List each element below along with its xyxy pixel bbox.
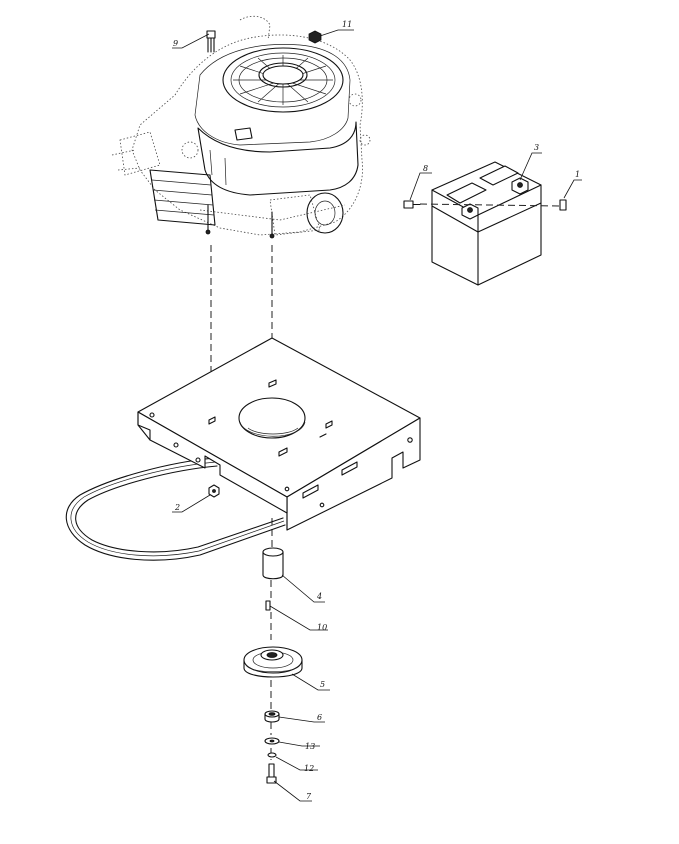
callout-label: 13 — [305, 742, 315, 751]
engine-bolt-9 — [206, 30, 216, 53]
callout-label: 3 — [534, 143, 539, 152]
callout-6: 6 — [278, 713, 325, 723]
callout-label: 5 — [320, 680, 325, 689]
callout-label: 4 — [316, 592, 322, 601]
lock-washer-12 — [267, 752, 277, 758]
callout-label: 2 — [174, 503, 180, 512]
callout-label: 1 — [575, 170, 580, 179]
callout-7: 7 — [273, 780, 312, 802]
washer-13 — [264, 737, 280, 745]
drive-belt — [65, 454, 286, 561]
callouts: 1 2 3 4 5 6 7 — [172, 20, 582, 802]
callout-8: 8 — [409, 164, 432, 201]
callout-4: 4 — [281, 574, 325, 603]
callout-2: 2 — [172, 494, 211, 513]
callout-label: 6 — [317, 713, 322, 722]
bolt-7 — [266, 763, 277, 784]
battery — [431, 161, 542, 286]
callout-label: 12 — [304, 764, 314, 773]
callout-label: 11 — [342, 20, 352, 29]
callout-10: 10 — [269, 605, 328, 632]
engine-assembly — [111, 15, 371, 239]
plate-nut-2 — [208, 484, 220, 498]
callout-label: 7 — [306, 792, 312, 801]
spacer-4 — [262, 547, 284, 580]
callout-1: 1 — [563, 170, 582, 199]
callout-9: 9 — [172, 33, 210, 49]
callout-label: 10 — [317, 623, 327, 632]
callout-5: 5 — [291, 673, 330, 691]
callout-3: 3 — [519, 143, 542, 181]
engine-mount-plate — [137, 337, 421, 531]
battery-bolt-8 — [403, 200, 421, 209]
pulley-5 — [243, 646, 303, 678]
callout-label: 8 — [423, 164, 428, 173]
callout-12: 12 — [275, 756, 318, 773]
battery-nut-1 — [559, 199, 567, 211]
key-10 — [265, 600, 271, 611]
bushing-6 — [264, 710, 280, 723]
alignment-lines — [210, 245, 273, 760]
callout-11: 11 — [319, 20, 354, 37]
callout-label: 9 — [173, 39, 178, 48]
engine-nut-11 — [308, 30, 322, 44]
callout-13: 13 — [278, 741, 320, 751]
